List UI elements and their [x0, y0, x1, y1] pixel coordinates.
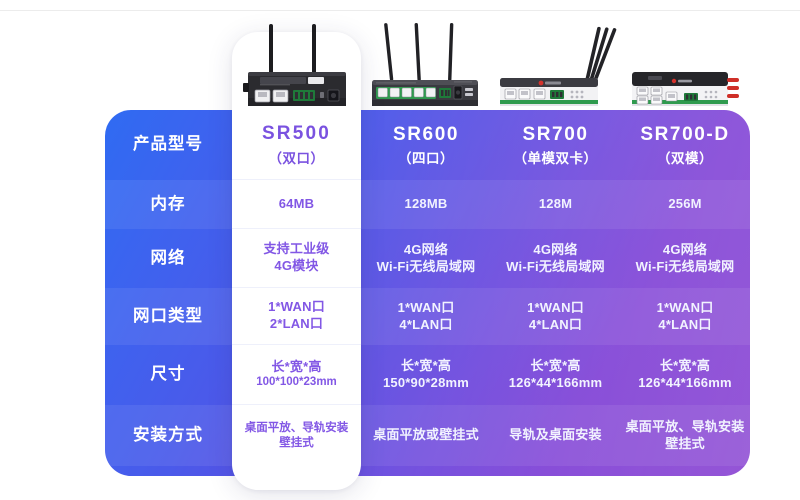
network-sr600: 4G网络 Wi-Fi无线局域网	[361, 229, 491, 288]
header-cell-sr600: SR600 （四口）	[361, 110, 491, 180]
size-sr600: 长*宽*高 150*90*28mm	[361, 345, 491, 405]
ports-sr600-line2: 4*LAN口	[399, 316, 453, 332]
size-sr700-line2: 126*44*166mm	[508, 375, 603, 390]
top-divider	[0, 10, 800, 11]
mounting-sr500-cell: 桌面平放、导轨安装 壁挂式	[232, 405, 361, 466]
memory-sr500: 64MB	[278, 195, 315, 211]
sr500-router-image	[243, 24, 346, 106]
memory-sr500-cell: 64MB	[232, 180, 361, 229]
model-name-sr700: SR700	[522, 123, 589, 145]
model-name-sr700d: SR700-D	[640, 123, 730, 145]
row-label-network: 网络	[150, 248, 186, 267]
ports-sr700d-line2: 4*LAN口	[658, 316, 712, 332]
model-sub-sr700: （单模双卡）	[513, 151, 598, 167]
memory-sr600: 128MB	[404, 196, 448, 212]
mounting-sr700d: 桌面平放、导轨安装 壁挂式	[620, 405, 750, 466]
mounting-sr700-line1: 导轨及桌面安装	[509, 427, 602, 443]
featured-spec-list: SR500 （双口） 64MB 支持工业级 4G模块 1*WAN口 2*LAN口…	[232, 110, 361, 466]
row-label-model: 产品型号	[133, 135, 203, 154]
mounting-sr500-line2: 壁挂式	[279, 436, 314, 449]
sr600-router-image	[372, 23, 478, 106]
size-sr700d: 长*宽*高 126*44*166mm	[620, 345, 750, 405]
mounting-sr700d-line2: 壁挂式	[665, 435, 705, 451]
model-sub-sr700d: （双模）	[657, 151, 713, 167]
network-sr500-cell: 支持工业级 4G模块	[232, 229, 361, 288]
model-name-sr500: SR500	[261, 122, 332, 144]
mounting-sr600: 桌面平放或壁挂式	[361, 405, 491, 466]
model-name-sr600: SR600	[392, 123, 460, 145]
size-sr500-cell: 长*宽*高 100*100*23mm	[232, 345, 361, 405]
network-sr700-line2: Wi-Fi无线局域网	[506, 258, 605, 274]
size-sr600-line2: 150*90*28mm	[382, 375, 470, 390]
featured-product-card-sr500[interactable]: SR500 （双口） 64MB 支持工业级 4G模块 1*WAN口 2*LAN口…	[232, 32, 361, 490]
sr700d-router-image	[632, 72, 739, 106]
size-sr700-line1: 长*宽*高	[530, 358, 581, 374]
ports-sr500-line1: 1*WAN口	[268, 299, 325, 315]
size-sr500-line2: 100*100*23mm	[256, 376, 337, 389]
mounting-sr600-line1: 桌面平放或壁挂式	[373, 427, 479, 443]
network-sr600-line1: 4G网络	[403, 241, 449, 257]
featured-header-sr500: SR500 （双口）	[232, 110, 361, 180]
size-sr500-line1: 长*宽*高	[271, 358, 322, 374]
ports-sr700-line1: 1*WAN口	[527, 299, 584, 315]
ports-sr500-cell: 1*WAN口 2*LAN口	[232, 288, 361, 345]
ports-sr700-line2: 4*LAN口	[528, 316, 583, 332]
network-sr700-line1: 4G网络	[533, 241, 578, 257]
ports-sr700: 1*WAN口 4*LAN口	[491, 288, 620, 345]
mounting-sr700d-line1: 桌面平放、导轨安装	[625, 418, 745, 434]
row-label-ports: 网口类型	[133, 306, 203, 325]
network-sr700d: 4G网络 Wi-Fi无线局域网	[620, 229, 750, 288]
row-label-memory: 内存	[150, 194, 186, 213]
network-sr700d-line1: 4G网络	[662, 241, 708, 257]
memory-sr700: 128M	[538, 196, 573, 212]
row-label-mounting: 安装方式	[133, 425, 203, 444]
size-sr700: 长*宽*高 126*44*166mm	[491, 345, 620, 405]
network-sr700d-line2: Wi-Fi无线局域网	[635, 258, 735, 274]
ports-sr500-line2: 2*LAN口	[269, 316, 324, 331]
mounting-sr700: 导轨及桌面安装	[491, 405, 620, 466]
row-label-size: 尺寸	[150, 365, 186, 384]
ports-sr600-line1: 1*WAN口	[397, 299, 455, 315]
mounting-sr500-line1: 桌面平放、导轨安装	[244, 421, 349, 434]
size-sr700d-line1: 长*宽*高	[659, 358, 711, 374]
spec-grid: 产品型号 SR600 （四口） SR700 （单模双卡） SR700-D （双模…	[105, 110, 750, 476]
network-sr500-line2: 4G模块	[274, 258, 319, 273]
network-sr500-line1: 支持工业级	[263, 241, 330, 257]
memory-sr700d: 256M	[668, 196, 702, 212]
network-sr700: 4G网络 Wi-Fi无线局域网	[491, 229, 620, 288]
sr700-router-image	[500, 26, 617, 106]
network-sr600-line2: Wi-Fi无线局域网	[376, 258, 476, 274]
header-cell-sr700d: SR700-D （双模）	[620, 110, 750, 180]
spec-comparison-table: 产品型号 SR600 （四口） SR700 （单模双卡） SR700-D （双模…	[105, 110, 750, 476]
header-cell-sr700: SR700 （单模双卡）	[491, 110, 620, 180]
model-sub-sr600: （四口）	[398, 151, 454, 167]
ports-sr700d-line1: 1*WAN口	[656, 299, 714, 315]
size-sr700d-line2: 126*44*166mm	[638, 375, 732, 390]
ports-sr600: 1*WAN口 4*LAN口	[361, 288, 491, 345]
model-sub-sr500: （双口）	[268, 150, 325, 166]
ports-sr700d: 1*WAN口 4*LAN口	[620, 288, 750, 345]
size-sr600-line1: 长*宽*高	[400, 358, 452, 374]
